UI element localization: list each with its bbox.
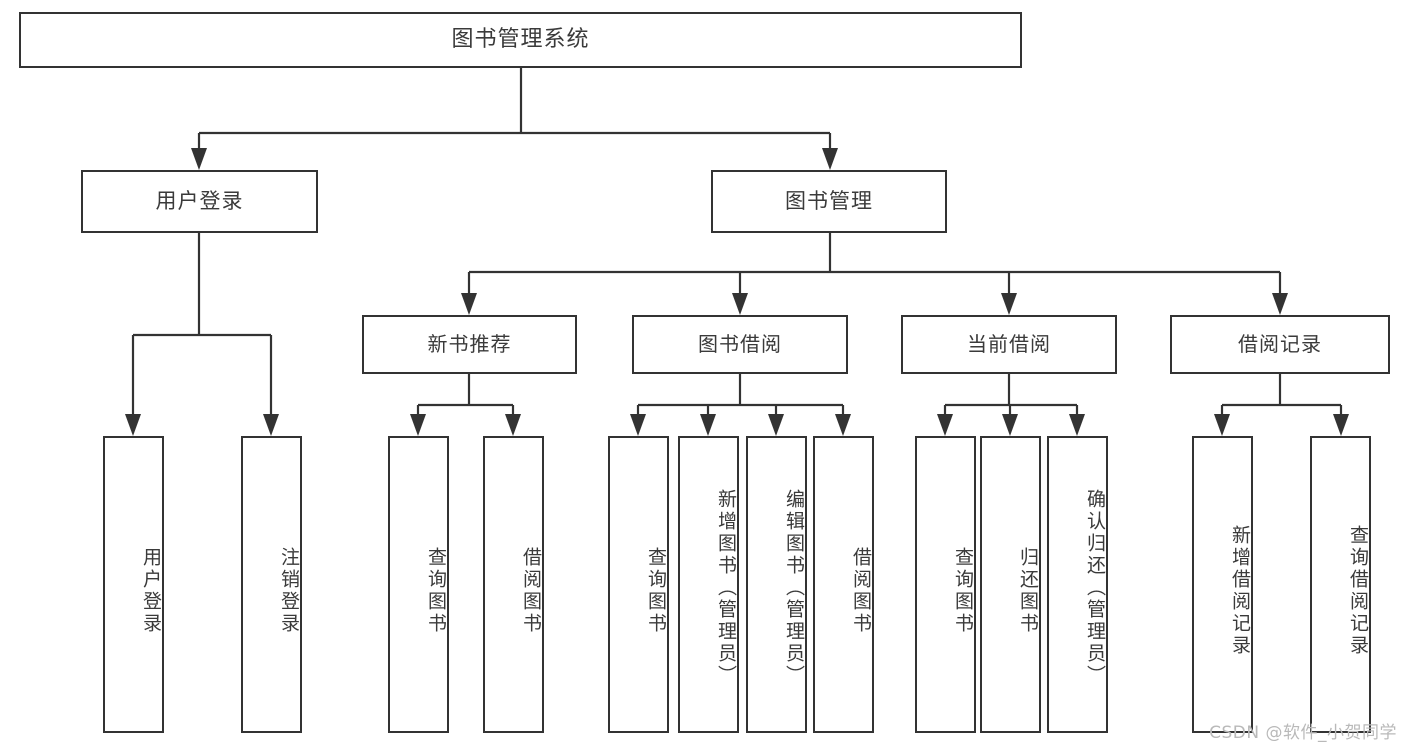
arrowhead-br-add-record [1214,414,1230,436]
node-borrow-record[interactable]: 借阅记录 [1170,315,1390,374]
arrowhead-cb-return-book [1002,414,1018,436]
leaf-cb-query-book[interactable]: 查询图书 [915,436,976,733]
arrowhead-borrow-record [1272,293,1288,315]
leaf-bb-add-book[interactable]: 新增图书（管理员） [678,436,739,733]
node-user-login[interactable]: 用户登录 [81,170,318,233]
node-new-book-recommend[interactable]: 新书推荐 [362,315,577,374]
arrowhead-nb-query-book [410,414,426,436]
leaf-bb-query-book[interactable]: 查询图书 [608,436,669,733]
arrowhead-cb-query-book [937,414,953,436]
node-root-system[interactable]: 图书管理系统 [19,12,1022,68]
leaf-br-add-record[interactable]: 新增借阅记录 [1192,436,1253,733]
leaf-br-query-record[interactable]: 查询借阅记录 [1310,436,1371,733]
leaf-bb-edit-book[interactable]: 编辑图书（管理员） [746,436,807,733]
arrowhead-book-manage [822,148,838,170]
arrowhead-bb-edit-book [768,414,784,436]
arrowhead-book-borrow [732,293,748,315]
watermark-text: CSDN @软件_小贺同学 [1209,723,1397,743]
node-book-borrow[interactable]: 图书借阅 [632,315,848,374]
arrowhead-bb-borrow-book [835,414,851,436]
node-book-management[interactable]: 图书管理 [711,170,947,233]
arrowhead-leaf-user-login [125,414,141,436]
arrowhead-br-query-record [1333,414,1349,436]
arrowhead-bb-query-book [630,414,646,436]
leaf-nb-query-book[interactable]: 查询图书 [388,436,449,733]
arrowhead-new-book [461,293,477,315]
leaf-cb-confirm-return[interactable]: 确认归还（管理员） [1047,436,1108,733]
arrowhead-cb-confirm-return [1069,414,1085,436]
leaf-logout[interactable]: 注销登录 [241,436,302,733]
arrowhead-bb-add-book [700,414,716,436]
node-current-borrow[interactable]: 当前借阅 [901,315,1117,374]
arrowhead-current-borrow [1001,293,1017,315]
leaf-nb-borrow-book[interactable]: 借阅图书 [483,436,544,733]
arrowhead-user-login [191,148,207,170]
arrowhead-nb-borrow-book [505,414,521,436]
arrowhead-leaf-logout [263,414,279,436]
leaf-cb-return-book[interactable]: 归还图书 [980,436,1041,733]
leaf-user-login[interactable]: 用户登录 [103,436,164,733]
leaf-bb-borrow-book[interactable]: 借阅图书 [813,436,874,733]
